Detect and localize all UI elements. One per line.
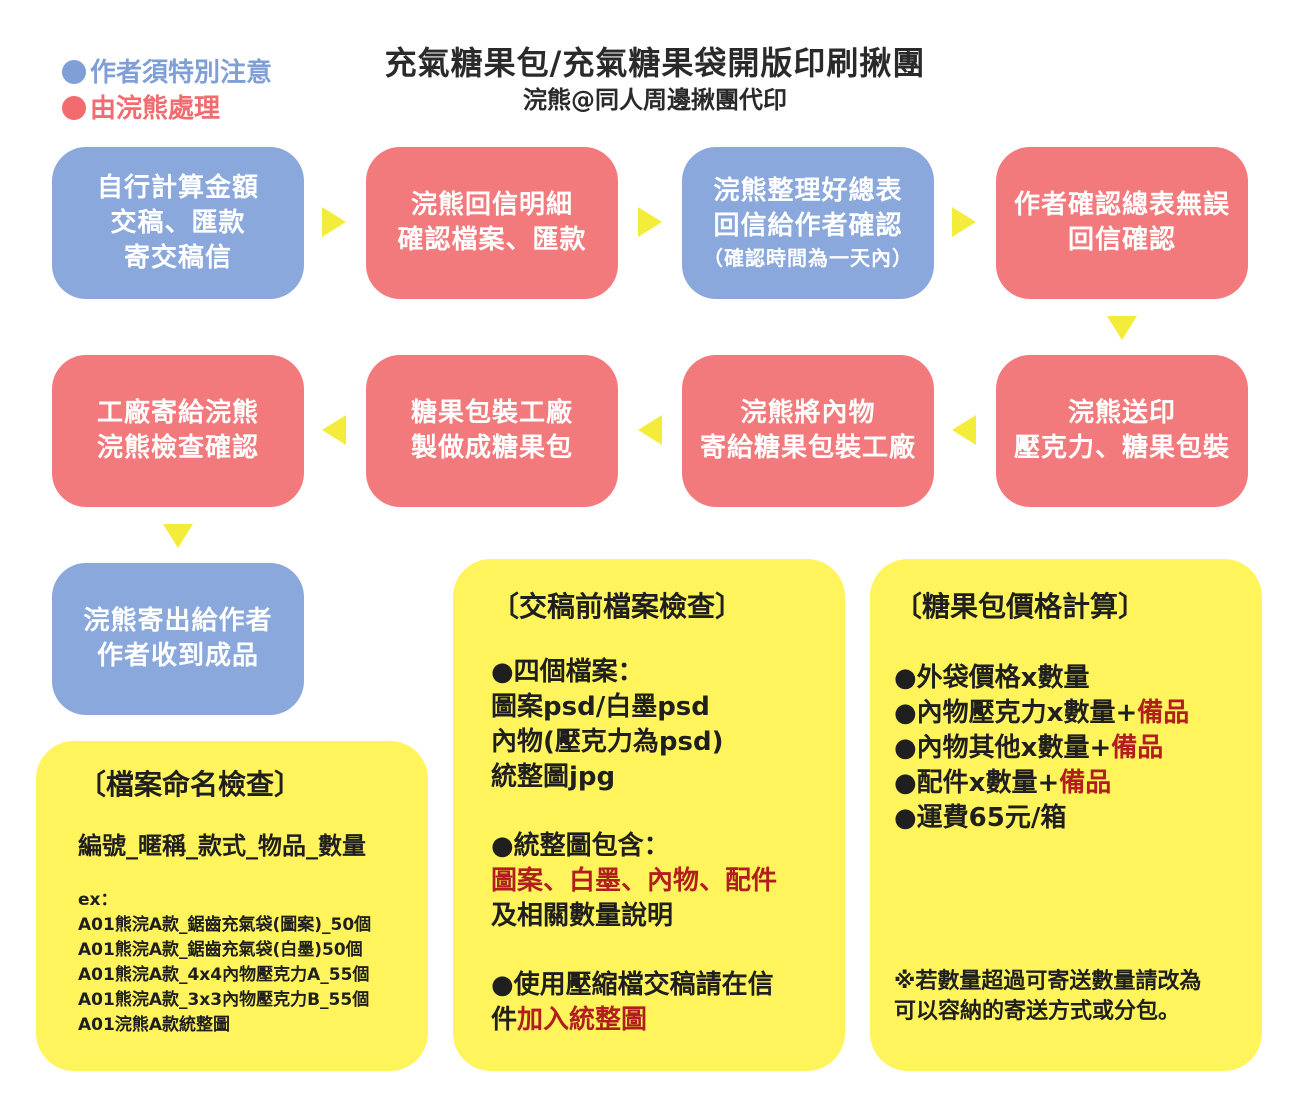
- arrow-left-icon: [638, 415, 662, 445]
- check-zip-note-line-1: ●使用壓縮檔交稿請在信: [491, 970, 774, 1000]
- step-8-factory-ship-check: 工廠寄給浣熊 浣熊檢查確認: [52, 355, 304, 507]
- naming-example: A01熊浣A款_3x3內物壓克力B_55個: [78, 990, 370, 1010]
- step-7-line-2: 製做成糖果包: [410, 433, 573, 463]
- arrow-left-icon: [952, 415, 976, 445]
- step-8-line-1: 工廠寄給浣熊: [96, 398, 259, 428]
- step-5-send-to-print: 浣熊送印 壓克力、糖果包裝: [996, 355, 1248, 507]
- price-item-spare: 備品: [1137, 698, 1190, 728]
- price-item-text: ●內物其他x數量+: [894, 733, 1112, 763]
- check-file-line: 內物(壓克力為psd): [491, 727, 724, 757]
- step-2-raccoon-reply: 浣熊回信明細 確認檔案、匯款: [366, 147, 618, 299]
- check-zip-note-highlight: 加入統整圖: [517, 1005, 648, 1035]
- arrow-right-icon: [952, 207, 976, 237]
- price-item-spare: 備品: [1111, 733, 1164, 763]
- step-6-ship-contents: 浣熊將內物 寄給糖果包裝工廠: [682, 355, 934, 507]
- price-item-text: ●外袋價格x數量: [894, 663, 1090, 693]
- step-5-line-1: 浣熊送印: [1067, 398, 1176, 428]
- check-four-files-heading: ●四個檔案：: [491, 657, 644, 687]
- step-7-factory-make: 糖果包裝工廠 製做成糖果包: [366, 355, 618, 507]
- step-4-line-2: 回信確認: [1067, 225, 1176, 255]
- pre-submission-check-panel: 〔交稿前檔案檢查〕 ●四個檔案： 圖案psd/白墨psd 內物(壓克力為psd)…: [453, 559, 845, 1071]
- page-subtitle: 浣熊@同人周邊揪團代印: [523, 86, 787, 114]
- step-9-line-2: 作者收到成品: [96, 641, 259, 671]
- naming-example: A01浣熊A款統整圖: [78, 1015, 230, 1035]
- step-4-author-approve: 作者確認總表無誤 回信確認: [996, 147, 1248, 299]
- price-item: ●內物其他x數量+備品: [894, 731, 1246, 766]
- price-item-text: ●配件x數量+: [894, 768, 1060, 798]
- legend-author-attention: 作者須特別注意: [62, 52, 272, 89]
- price-item-text: ●運費65元/箱: [894, 803, 1067, 833]
- arrow-down-icon: [1107, 316, 1137, 340]
- step-9-ship-to-author: 浣熊寄出給作者 作者收到成品: [52, 563, 304, 715]
- price-item: ●配件x數量+備品: [894, 766, 1246, 801]
- step-3-line-1: 浣熊整理好總表: [713, 176, 903, 206]
- step-8-line-2: 浣熊檢查確認: [96, 433, 259, 463]
- step-1-line-2: 交稿、匯款: [110, 207, 246, 238]
- price-item: ●內物壓克力x數量+備品: [894, 696, 1246, 731]
- arrow-down-icon: [163, 524, 193, 548]
- naming-example: A01熊浣A款_鋸齒充氣袋(圖案)_50個: [78, 915, 372, 935]
- check-file-line: 圖案psd/白墨psd: [491, 692, 710, 722]
- blue-dot-icon: [62, 60, 86, 84]
- step-1-line-3: 寄交稿信: [123, 242, 232, 273]
- price-note-line-1: ※若數量超過可寄送數量請改為: [894, 969, 1202, 994]
- price-item-spare: 備品: [1059, 768, 1112, 798]
- check-zip-note-line-2: 件加入統整圖: [491, 1003, 825, 1038]
- price-item-text: ●內物壓克力x數量+: [894, 698, 1138, 728]
- arrow-right-icon: [322, 207, 346, 237]
- legend-blue-label: 作者須特別注意: [90, 58, 273, 88]
- red-dot-icon: [62, 96, 86, 120]
- page-title: 充氣糖果包/充氣糖果袋開版印刷揪團: [384, 44, 926, 82]
- step-9-line-1: 浣熊寄出給作者: [83, 606, 273, 636]
- price-panel-title: 〔糖果包價格計算〕: [894, 590, 1147, 623]
- step-2-line-1: 浣熊回信明細: [410, 190, 573, 220]
- price-item: ●運費65元/箱: [894, 801, 1246, 836]
- step-6-line-2: 寄給糖果包裝工廠: [699, 433, 916, 463]
- price-note: ※若數量超過可寄送數量請改為 可以容納的寄送方式或分包。: [894, 967, 1201, 1027]
- step-7-line-1: 糖果包裝工廠: [410, 398, 573, 428]
- naming-panel-title: 〔檔案命名檢查〕: [78, 768, 303, 801]
- step-6-line-1: 浣熊將內物: [740, 398, 876, 428]
- file-naming-panel: 〔檔案命名檢查〕 編號_暱稱_款式_物品_數量 ex： A01熊浣A款_鋸齒充氣…: [36, 741, 428, 1071]
- check-summary-tail: 及相關數量說明: [491, 901, 674, 931]
- step-4-line-1: 作者確認總表無誤: [1013, 190, 1230, 220]
- legend-raccoon-handles: 由浣熊處理: [62, 88, 220, 125]
- naming-example: A01熊浣A款_4x4內物壓克力A_55個: [78, 965, 370, 985]
- step-3-note: （確認時間為一天內）: [703, 246, 913, 270]
- check-summary-heading: ●統整圖包含：: [491, 831, 670, 861]
- price-calculation-panel: 〔糖果包價格計算〕 ●外袋價格x數量 ●內物壓克力x數量+備品 ●內物其他x數量…: [870, 559, 1262, 1071]
- naming-example: A01熊浣A款_鋸齒充氣袋(白墨)50個: [78, 940, 363, 960]
- legend-red-label: 由浣熊處理: [90, 94, 221, 124]
- price-note-line-2: 可以容納的寄送方式或分包。: [894, 999, 1181, 1024]
- naming-ex-label: ex：: [78, 890, 118, 910]
- step-2-line-2: 確認檔案、匯款: [397, 225, 587, 255]
- step-1-author-calculate: 自行計算金額 交稿、匯款 寄交稿信: [52, 147, 304, 299]
- check-zip-note-prefix: 件: [491, 1005, 518, 1035]
- step-3-line-2: 回信給作者確認: [713, 211, 903, 241]
- check-panel-title: 〔交稿前檔案檢查〕: [491, 590, 744, 623]
- step-3-summary-confirm: 浣熊整理好總表 回信給作者確認 （確認時間為一天內）: [682, 147, 934, 299]
- price-item: ●外袋價格x數量: [894, 661, 1246, 696]
- step-1-line-1: 自行計算金額: [96, 172, 259, 203]
- step-5-line-2: 壓克力、糖果包裝: [1013, 433, 1230, 463]
- check-file-line: 統整圖jpg: [491, 762, 616, 792]
- arrow-right-icon: [638, 207, 662, 237]
- check-summary-contents: 圖案、白墨、內物、配件: [491, 866, 778, 896]
- arrow-left-icon: [322, 415, 346, 445]
- naming-format: 編號_暱稱_款式_物品_數量: [78, 832, 366, 860]
